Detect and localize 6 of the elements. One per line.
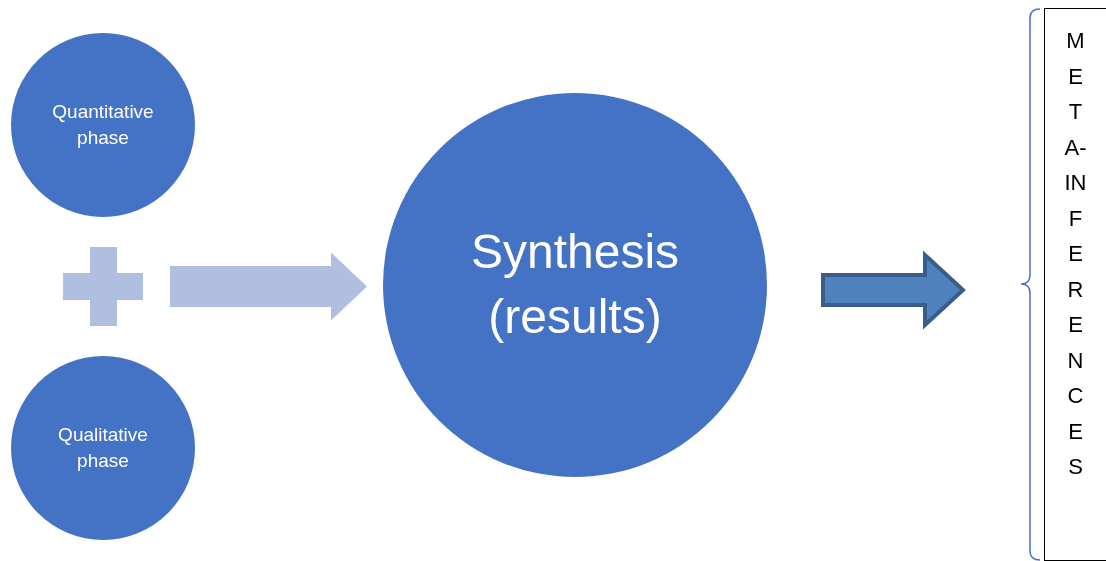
circle-label: Qualitative phase — [57, 423, 149, 473]
block-arrow — [821, 250, 966, 330]
circle-label: Synthesis (results) — [469, 224, 681, 345]
circle-label: Quantitative phase — [51, 100, 155, 150]
block-arrow — [170, 252, 367, 321]
vertical-label: META-INFERENCES — [1064, 27, 1087, 481]
